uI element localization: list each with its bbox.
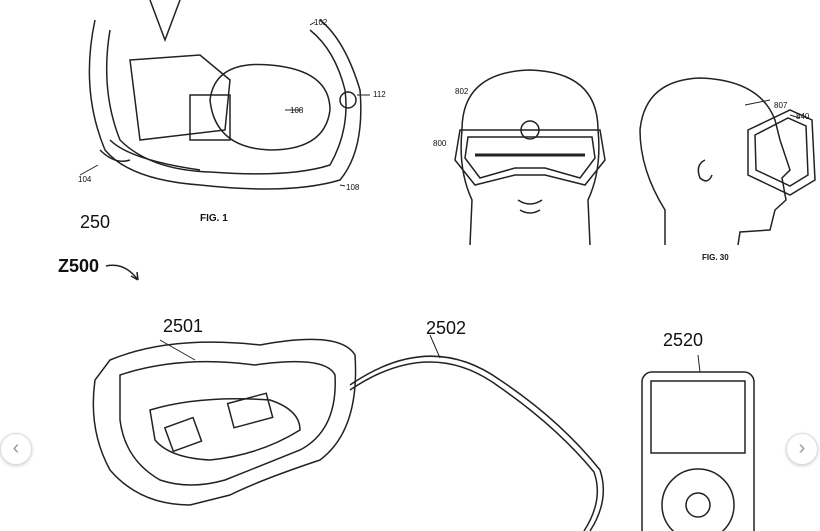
label-807: 807 [774, 101, 788, 110]
label-104: 104 [78, 175, 92, 184]
fig1-headset-drawing [79, 0, 370, 190]
carousel-next-button[interactable]: › [786, 433, 818, 465]
label-802: 802 [455, 87, 469, 96]
label-2502: 2502 [426, 318, 467, 338]
fig30-side-head-drawing [639, 77, 816, 246]
fig30-front-head-drawing [454, 69, 606, 246]
label-102: 102 [314, 18, 328, 27]
fig25-goggle-drawing [92, 334, 605, 531]
chevron-left-icon: ‹ [12, 437, 20, 459]
label-108a: 108 [290, 106, 304, 115]
label-840: 840 [796, 112, 810, 121]
ref-250: 250 [80, 212, 111, 232]
fig1-caption: FIG. 1 [200, 213, 228, 224]
ref-arrow [105, 264, 139, 281]
fig25-ipod-drawing [641, 354, 755, 531]
carousel-prev-button[interactable]: ‹ [0, 433, 32, 465]
label-108b: 108 [346, 183, 360, 192]
label-112: 112 [373, 90, 386, 99]
ref-2500: Z500 [58, 256, 100, 276]
fig30-caption: FIG. 30 [702, 253, 729, 262]
label-2520: 2520 [663, 330, 704, 350]
label-800: 800 [433, 139, 447, 148]
label-2501: 2501 [163, 316, 204, 336]
chevron-right-icon: › [798, 437, 806, 459]
